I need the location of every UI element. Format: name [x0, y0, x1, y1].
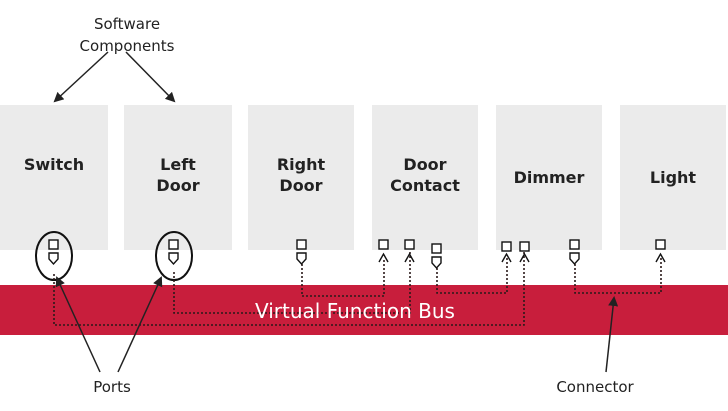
bus-connectors: [53, 251, 662, 326]
arrow-connector: [605, 296, 619, 373]
connector-dimmer-to-light: [574, 258, 662, 294]
component-left-door-label-2: Door: [156, 175, 200, 195]
software-components-line1: Software: [93, 15, 161, 33]
port-square-door-contact-2: [404, 239, 415, 250]
software-components-annotation: Software Components: [72, 13, 182, 57]
component-right-door-label: Right: [276, 154, 326, 174]
component-switch-label: Switch: [23, 155, 85, 174]
port-square-dimmer-2: [519, 241, 530, 252]
port-provide-right-door: [296, 252, 307, 266]
component-door-contact-label-2: Contact: [390, 175, 460, 195]
port-require-light: [655, 252, 666, 263]
connector-switch-to-dimmer: [53, 251, 525, 326]
bus-label: Virtual Function Bus: [255, 299, 455, 323]
port-provide-dimmer: [569, 252, 580, 266]
connector-door-contact-to-dimmer: [436, 258, 508, 294]
component-door-contact-label: Door: [403, 154, 447, 174]
component-dimmer: Dimmer: [496, 105, 602, 250]
connector-left-door-to-door-contact: [173, 251, 411, 314]
component-switch: Switch: [0, 105, 108, 250]
port-provide-left-door: [168, 252, 179, 266]
arrow-ports-to-left-door: [117, 276, 163, 373]
port-square-light: [655, 239, 666, 250]
port-square-dimmer-3: [569, 239, 580, 250]
port-require-door-contact-1: [378, 252, 389, 263]
port-square-door-contact-1: [378, 239, 389, 250]
connector-right-door-to-door-contact: [301, 258, 385, 297]
port-square-switch: [48, 239, 59, 250]
component-light-label: Light: [649, 168, 697, 187]
component-right-door-label-2: Door: [279, 175, 323, 195]
port-square-door-contact-3: [431, 243, 442, 254]
port-require-door-contact-2: [404, 252, 415, 263]
component-dimmer-label: Dimmer: [513, 168, 585, 187]
port-provide-switch: [48, 252, 59, 266]
arrow-ports-to-switch: [55, 276, 101, 373]
port-require-dimmer-1: [501, 252, 512, 263]
require-chevrons: [378, 252, 666, 263]
port-square-dimmer-1: [501, 241, 512, 252]
component-light: Light: [620, 105, 726, 250]
port-square-right-door: [296, 239, 307, 250]
arrow-to-switch: [53, 51, 109, 103]
port-require-dimmer-2: [519, 252, 530, 263]
component-left-door-label: Left: [160, 154, 196, 174]
connector-annotation: Connector: [556, 378, 634, 396]
arrow-to-left-door: [125, 51, 176, 103]
ports: [48, 239, 666, 270]
port-provide-door-contact: [431, 256, 442, 270]
ports-annotation: Ports: [93, 378, 131, 396]
software-components-line2: Components: [79, 37, 175, 55]
port-square-left-door: [168, 239, 179, 250]
